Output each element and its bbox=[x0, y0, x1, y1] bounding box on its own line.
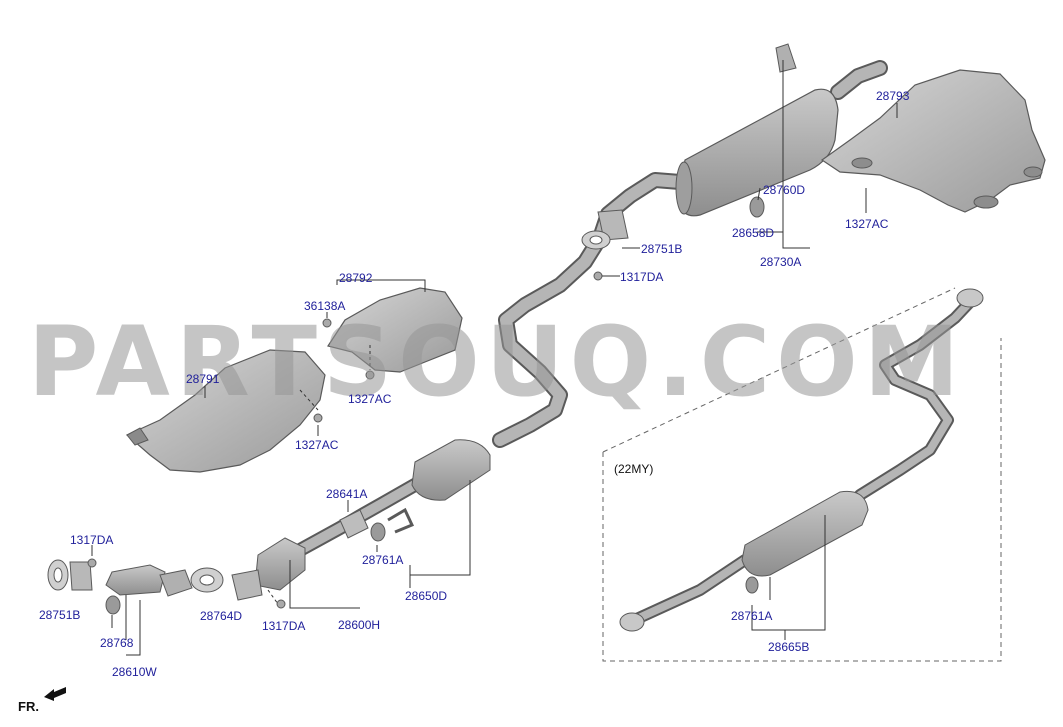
lower-heat-shield bbox=[125, 349, 326, 473]
label-1317DA-mid[interactable]: 1317DA bbox=[262, 619, 306, 633]
label-1317DA-top[interactable]: 1317DA bbox=[620, 270, 664, 284]
nut-1317DA-left bbox=[87, 558, 97, 568]
nut-1327AC-mid bbox=[365, 370, 375, 380]
nut-1327AC-left bbox=[313, 413, 323, 423]
front-direction-label: FR. bbox=[18, 699, 39, 714]
nut-1317DA-mid bbox=[276, 599, 286, 609]
label-28730A[interactable]: 28730A bbox=[760, 255, 802, 269]
label-28792[interactable]: 28792 bbox=[339, 271, 373, 285]
rear-heat-shield bbox=[820, 69, 1046, 213]
label-28600H[interactable]: 28600H bbox=[338, 618, 381, 632]
gasket-28764D bbox=[190, 567, 224, 593]
flange-gasket-top bbox=[581, 209, 629, 250]
hanger-28768 bbox=[105, 595, 121, 615]
variant-exhaust-pipe bbox=[619, 288, 984, 632]
clip-36138A bbox=[322, 318, 332, 328]
label-28768[interactable]: 28768 bbox=[100, 636, 134, 650]
label-28658D[interactable]: 28658D bbox=[732, 226, 775, 240]
label-28751B-left[interactable]: 28751B bbox=[39, 608, 81, 622]
label-28791[interactable]: 28791 bbox=[186, 372, 220, 386]
upper-heat-shield bbox=[327, 287, 463, 373]
nut-1317DA-top bbox=[593, 271, 603, 281]
hanger-rubber-28761A-left bbox=[370, 522, 386, 542]
label-28793[interactable]: 28793 bbox=[876, 89, 910, 103]
label-28751B-top[interactable]: 28751B bbox=[641, 242, 683, 256]
label-28650D[interactable]: 28650D bbox=[405, 589, 448, 603]
label-28760D[interactable]: 28760D bbox=[763, 183, 806, 197]
label-28641A[interactable]: 28641A bbox=[326, 487, 368, 501]
label-28761A-right[interactable]: 28761A bbox=[731, 609, 773, 623]
label-1327AC-mid[interactable]: 1327AC bbox=[348, 392, 392, 406]
leader-lines bbox=[91, 60, 898, 656]
gasket-28751B-left bbox=[47, 559, 93, 591]
catalytic-converter bbox=[231, 537, 306, 601]
rear-muffler bbox=[675, 88, 839, 217]
variant-note: (22MY) bbox=[614, 462, 654, 476]
label-28665B[interactable]: 28665B bbox=[768, 640, 810, 654]
label-28761A-left[interactable]: 28761A bbox=[362, 553, 404, 567]
front-pipe-28610W bbox=[105, 564, 193, 597]
label-36138A[interactable]: 36138A bbox=[304, 299, 346, 313]
hanger-rubber-28761A-right bbox=[745, 576, 759, 594]
label-1317DA-left[interactable]: 1317DA bbox=[70, 533, 114, 547]
center-muffler bbox=[411, 439, 491, 501]
hanger-rubber-28658D bbox=[749, 196, 765, 218]
hanger-bracket-left bbox=[387, 507, 415, 534]
label-1327AC-top[interactable]: 1327AC bbox=[845, 217, 889, 231]
label-28610W[interactable]: 28610W bbox=[112, 665, 157, 679]
label-1327AC-left[interactable]: 1327AC bbox=[295, 438, 339, 452]
clamp-28641A bbox=[339, 509, 369, 539]
front-marker-text: FR. bbox=[18, 699, 39, 714]
label-28764D[interactable]: 28764D bbox=[200, 609, 243, 623]
front-arrow-icon bbox=[44, 687, 66, 701]
muffler-hanger bbox=[775, 43, 797, 73]
variant-box-outline bbox=[602, 287, 1002, 662]
